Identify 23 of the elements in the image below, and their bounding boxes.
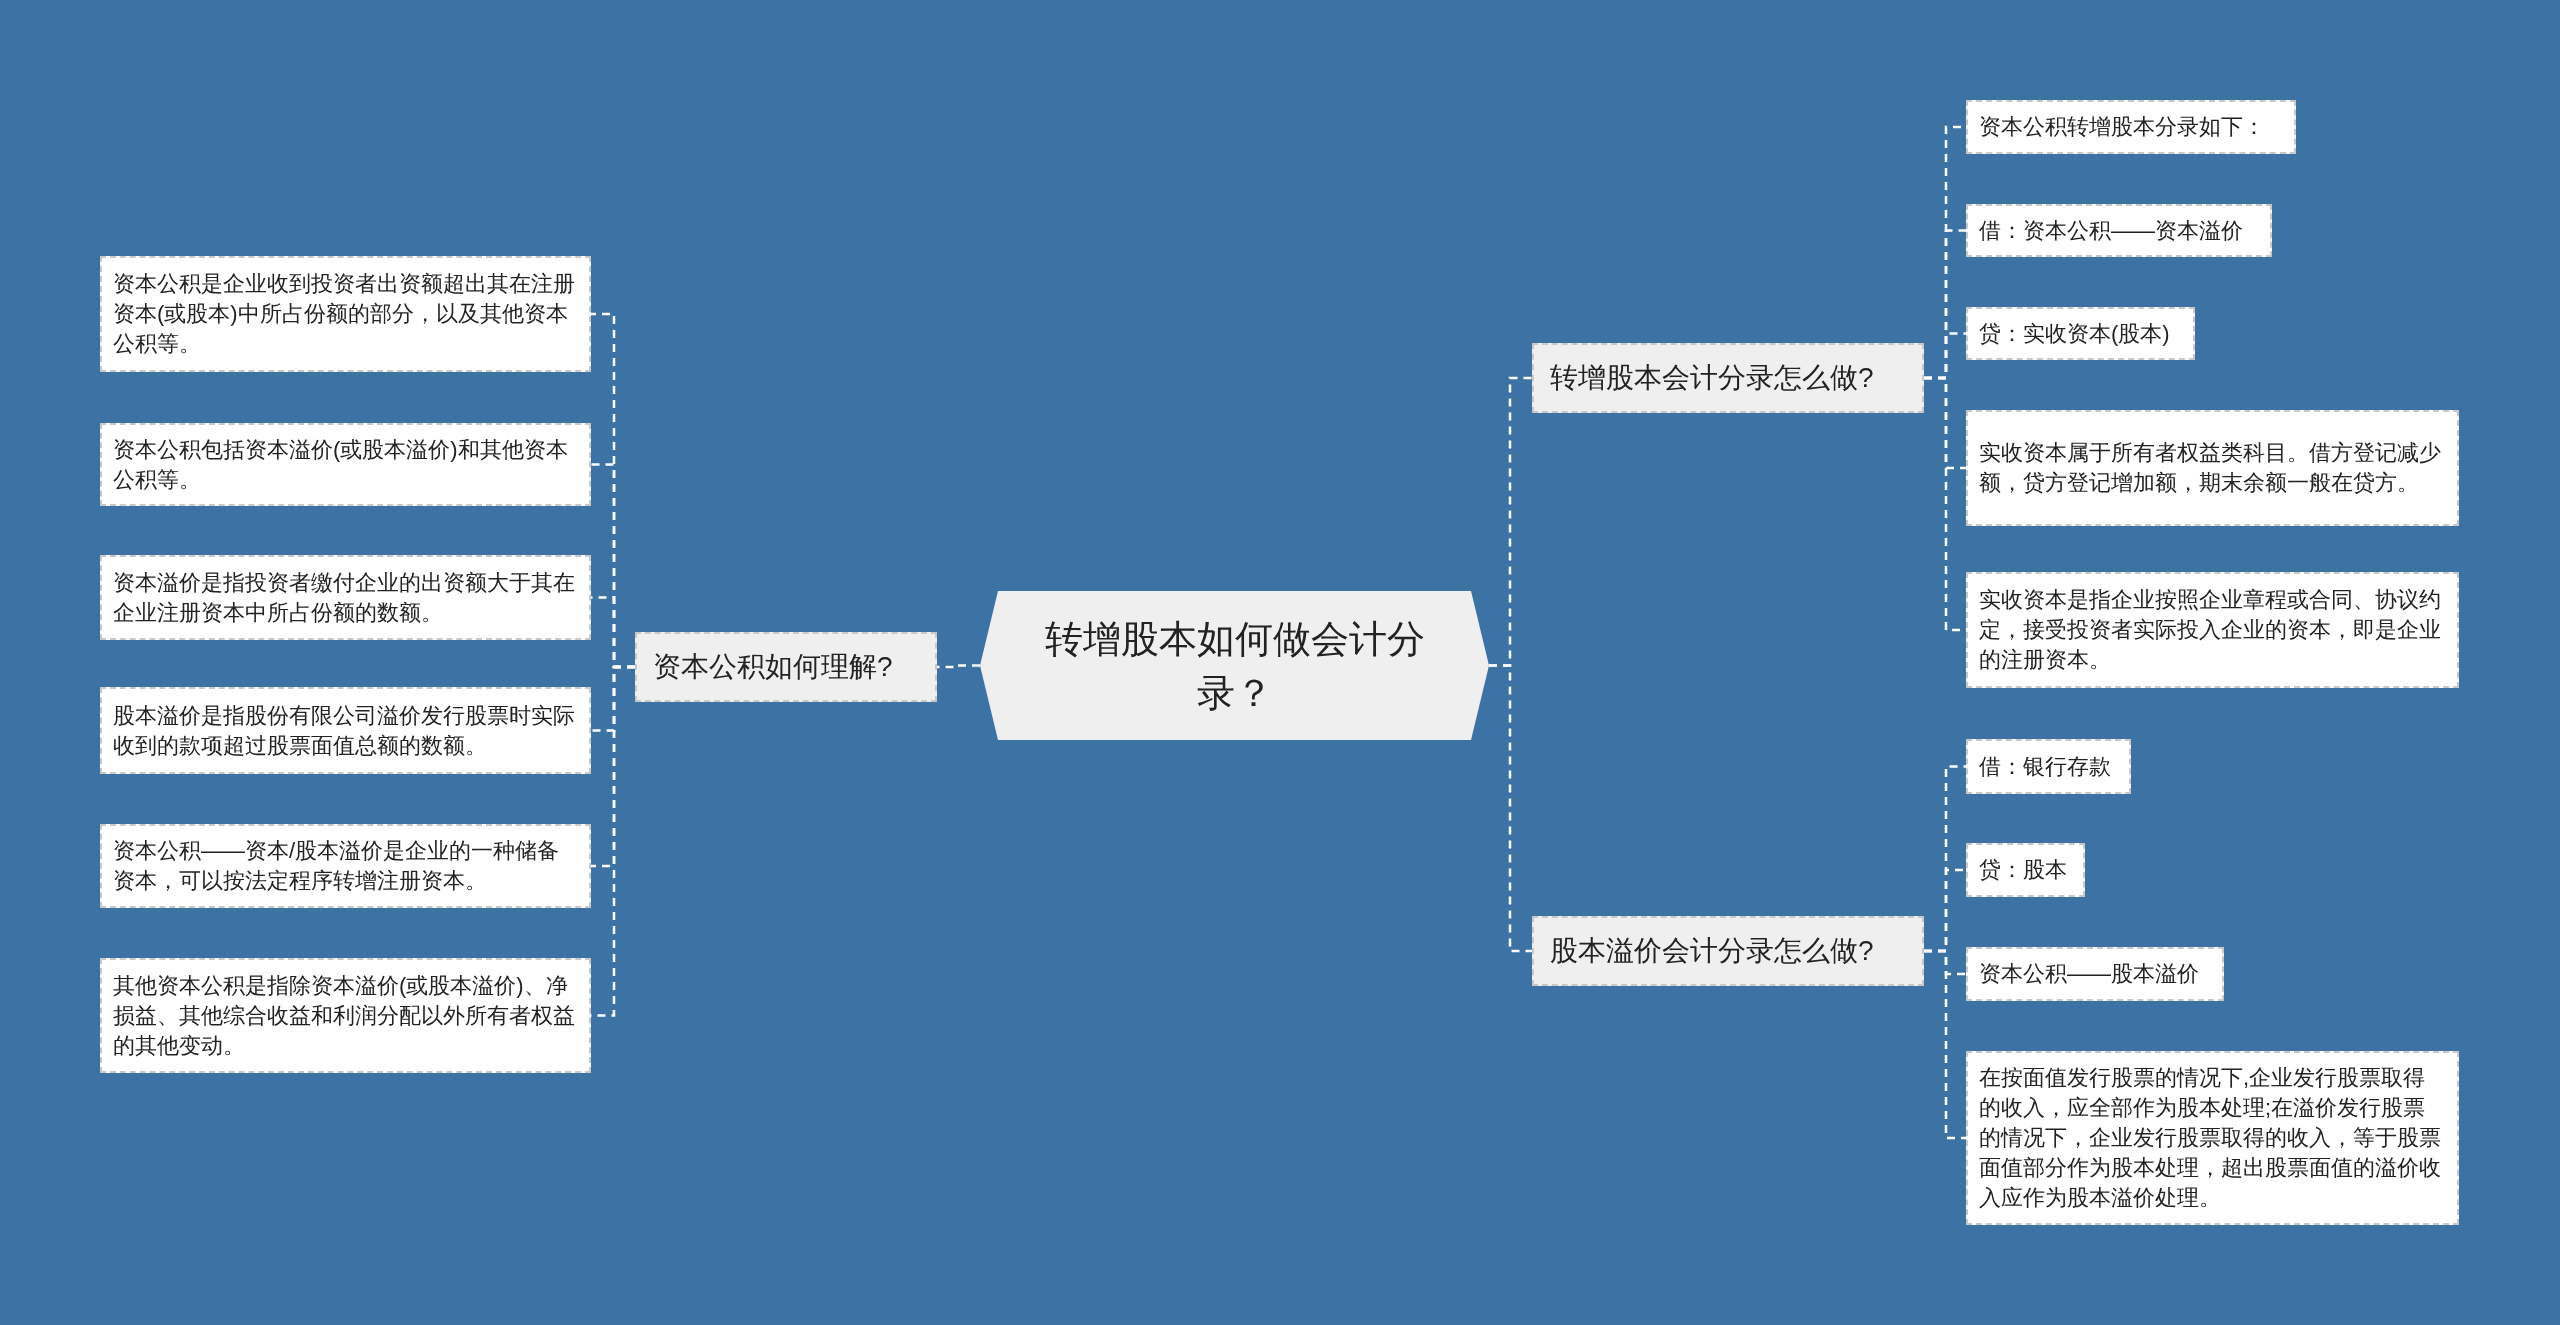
note-box: 资本公积包括资本溢价(或股本溢价)和其他资本公积等。 [100,423,591,506]
topic-box: 资本公积如何理解? [635,632,937,702]
note-box: 资本公积——股本溢价 [1966,947,2224,1001]
note-box: 股本溢价是指股份有限公司溢价发行股票时实际收到的款项超过股票面值总额的数额。 [100,687,591,774]
topic-box: 转增股本会计分录怎么做? [1532,343,1924,413]
note-box: 贷：实收资本(股本) [1966,307,2195,360]
note-box: 在按面值发行股票的情况下,企业发行股票取得的收入，应全部作为股本处理;在溢价发行股票的情况下，企业发行股票取得的收入，等于股票面值部分作为股本处理，超出股票面值的溢价收入应作为股本溢价处理。 [1966,1051,2459,1225]
note-box: 资本公积是企业收到投资者出资额超出其在注册资本(或股本)中所占份额的部分，以及其他资本公积等。 [100,256,591,372]
note-box: 实收资本是指企业按照企业章程或合同、协议约定，接受投资者实际投入企业的资本，即是企业的注册资本。 [1966,572,2459,688]
topic-box: 股本溢价会计分录怎么做? [1532,916,1924,986]
connector-line [1924,949,1966,1140]
note-box: 其他资本公积是指除资本溢价(或股本溢价)、净损益、其他综合收益和利润分配以外所有者权益的其他变动。 [100,958,591,1073]
note-box: 贷：股本 [1966,843,2085,897]
note-box: 资本公积转增股本分录如下： [1966,100,2296,154]
note-box: 实收资本属于所有者权益类科目。借方登记减少额，贷方登记增加额，期末余额一般在贷方。 [1966,410,2459,526]
note-box: 资本溢价是指投资者缴付企业的出资额大于其在企业注册资本中所占份额的数额。 [100,555,591,640]
note-box: 资本公积——资本/股本溢价是企业的一种储备资本，可以按法定程序转增注册资本。 [100,824,591,908]
connector-line [1489,664,1532,953]
central-topic-hexagon [980,591,1489,740]
central-topic-text: 转增股本如何做会计分录？ [1043,616,1426,716]
note-box: 借：银行存款 [1966,739,2131,794]
note-box: 借：资本公积——资本溢价 [1966,204,2272,257]
connector-line [937,664,980,669]
